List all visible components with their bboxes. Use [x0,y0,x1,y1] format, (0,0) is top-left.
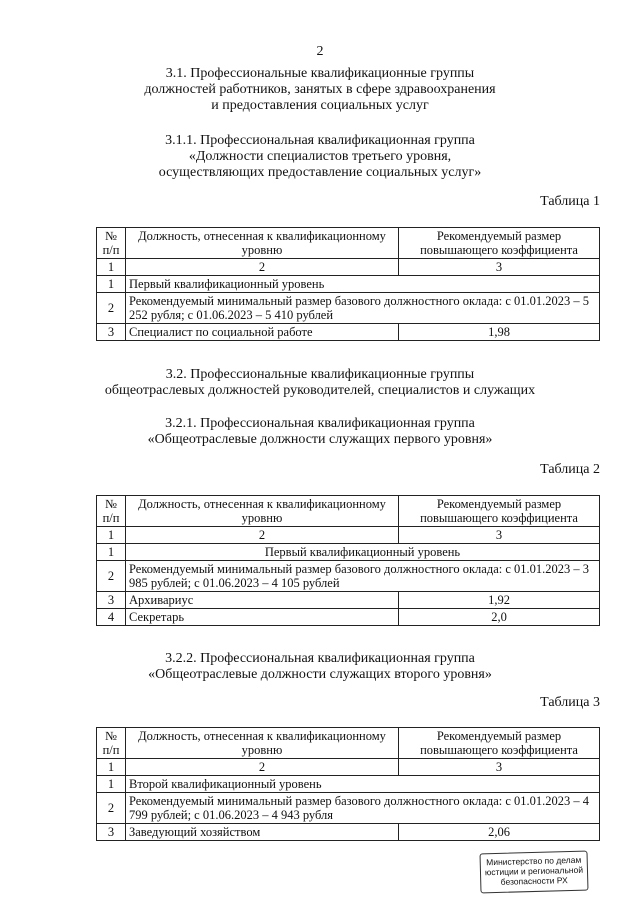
header-num: № п/п [96,227,126,259]
qualification-level: Первый квалификационный уровень [125,543,600,561]
heading-line: 3.1. Профессиональные квалификационные г… [165,66,475,81]
col-number: 3 [398,526,600,544]
row-num: 2 [96,292,126,324]
table-row: 4 Секретарь 2,0 [96,608,600,626]
table-row: 1 Первый квалификационный уровень [96,543,600,561]
heading-line: и предоставления социальных услуг [211,98,429,113]
row-num: 2 [96,560,126,592]
col-number: 3 [398,758,600,776]
heading-line: «Общеотраслевые должности служащих перво… [147,432,493,447]
page-number: 2 [316,44,324,59]
table-row: 1 Второй квалификационный уровень [96,775,600,793]
table-1: № п/п Должность, отнесенная к квалификац… [96,227,600,341]
table-row: 3 Архивариус 1,92 [96,591,600,609]
table-header-row: № п/п Должность, отнесенная к квалификац… [96,727,600,759]
col-number: 2 [125,758,399,776]
coefficient-value: 2,06 [398,823,600,841]
col-number: 1 [96,758,126,776]
header-num: № п/п [96,727,126,759]
header-coef: Рекомендуемый размер повышающего коэффиц… [398,227,600,259]
table-row: 3 Специалист по социальной работе 1,98 [96,323,600,341]
base-salary-text: Рекомендуемый минимальный размер базовог… [125,292,600,324]
header-num: № п/п [96,495,126,527]
table-row: 2 Рекомендуемый минимальный размер базов… [96,792,600,824]
base-salary-text: Рекомендуемый минимальный размер базовог… [125,560,600,592]
row-num: 3 [96,823,126,841]
header-coef: Рекомендуемый размер повышающего коэффиц… [398,495,600,527]
qualification-level: Первый квалификационный уровень [125,275,600,293]
table-row: 2 Рекомендуемый минимальный размер базов… [96,292,600,324]
row-num: 1 [96,543,126,561]
row-num: 3 [96,323,126,341]
section-3-2-heading: 3.2. Профессиональные квалификационные г… [0,367,640,399]
col-number: 2 [125,526,399,544]
header-position: Должность, отнесенная к квалификационном… [125,727,399,759]
coefficient-value: 1,98 [398,323,600,341]
section-3-2-2-heading: 3.2.2. Профессиональная квалификационная… [0,651,640,683]
table-row: 3 Заведующий хозяйством 2,06 [96,823,600,841]
table-2: № п/п Должность, отнесенная к квалификац… [96,495,600,626]
position-name: Заведующий хозяйством [125,823,399,841]
row-num: 1 [96,275,126,293]
table-2-caption: Таблица 2 [540,462,600,477]
row-num: 4 [96,608,126,626]
ministry-stamp: Министерство по делам юстиции и регионал… [479,850,589,894]
position-name: Секретарь [125,608,399,626]
heading-line: 3.1.1. Профессиональная квалификационная… [165,133,475,148]
column-numbers-row: 1 2 3 [96,758,600,776]
heading-line: 3.2.1. Профессиональная квалификационная… [165,416,475,431]
header-position: Должность, отнесенная к квалификационном… [125,495,399,527]
section-3-1-1-heading: 3.1.1. Профессиональная квалификационная… [0,133,640,181]
heading-line: «Общеотраслевые должности служащих второ… [148,667,492,682]
col-number: 1 [96,258,126,276]
section-3-2-1-heading: 3.2.1. Профессиональная квалификационная… [0,416,640,448]
base-salary-text: Рекомендуемый минимальный размер базовог… [125,792,600,824]
heading-line: «Должности специалистов третьего уровня, [188,149,452,164]
table-3: № п/п Должность, отнесенная к квалификац… [96,727,600,841]
heading-line: 3.2.2. Профессиональная квалификационная… [165,651,475,666]
col-number: 2 [125,258,399,276]
table-header-row: № п/п Должность, отнесенная к квалификац… [96,495,600,527]
heading-line: 3.2. Профессиональные квалификационные г… [165,367,475,382]
section-3-1-heading: 3.1. Профессиональные квалификационные г… [0,66,640,114]
col-number: 3 [398,258,600,276]
table-row: 1 Первый квалификационный уровень [96,275,600,293]
row-num: 3 [96,591,126,609]
heading-line: должностей работников, занятых в сфере з… [144,82,496,97]
heading-line: общеотраслевых должностей руководителей,… [104,383,536,398]
qualification-level: Второй квалификационный уровень [125,775,600,793]
col-number: 1 [96,526,126,544]
header-position: Должность, отнесенная к квалификационном… [125,227,399,259]
coefficient-value: 2,0 [398,608,600,626]
position-name: Специалист по социальной работе [125,323,399,341]
column-numbers-row: 1 2 3 [96,526,600,544]
table-row: 2 Рекомендуемый минимальный размер базов… [96,560,600,592]
table-3-caption: Таблица 3 [540,695,600,710]
coefficient-value: 1,92 [398,591,600,609]
position-name: Архивариус [125,591,399,609]
heading-line: осуществляющих предоставление социальных… [158,165,482,180]
table-header-row: № п/п Должность, отнесенная к квалификац… [96,227,600,259]
column-numbers-row: 1 2 3 [96,258,600,276]
row-num: 1 [96,775,126,793]
row-num: 2 [96,792,126,824]
table-1-caption: Таблица 1 [540,194,600,209]
header-coef: Рекомендуемый размер повышающего коэффиц… [398,727,600,759]
